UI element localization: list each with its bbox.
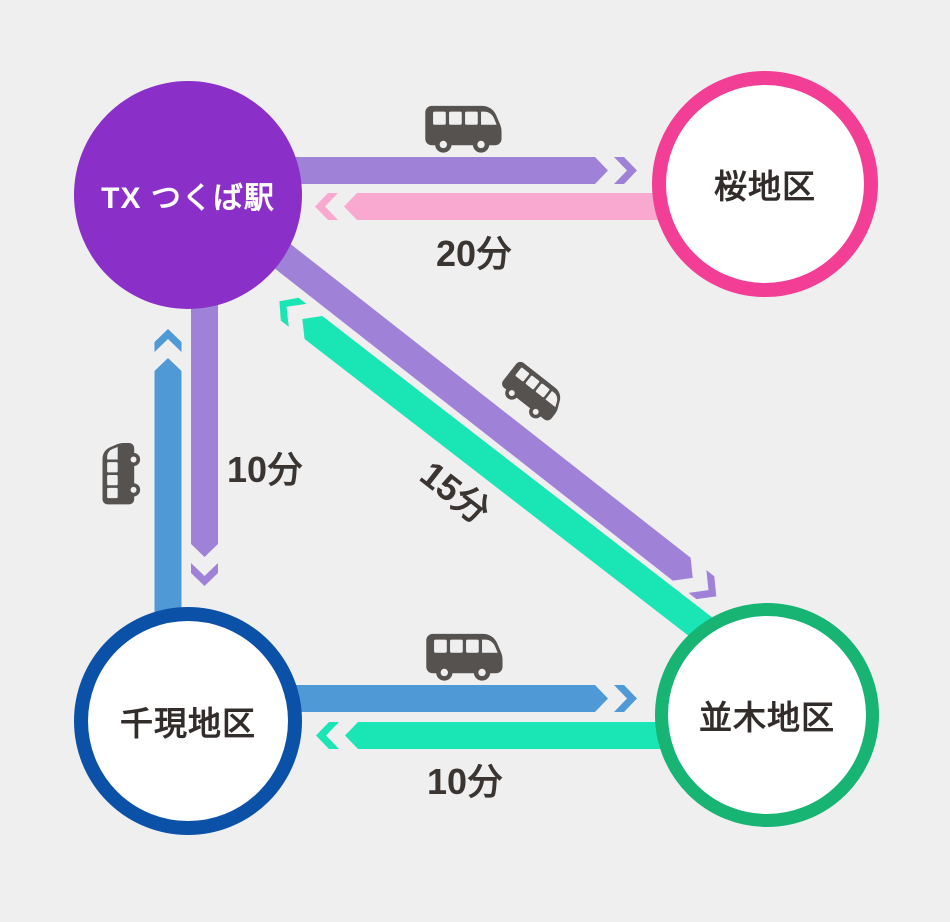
- node-sakura-district: 桜地区: [652, 71, 878, 297]
- node-tsukuba-station-label: TX つくば駅: [101, 182, 275, 215]
- node-namiki-district: 並木地区: [655, 603, 879, 827]
- node-namiki-district-label: 並木地区: [699, 699, 835, 736]
- bus-icon-sakura-route: [425, 105, 502, 153]
- arrow-namiki-to-sengen: [316, 722, 695, 749]
- node-sakura-district-label: 桜地区: [714, 168, 816, 205]
- arrow-station-to-sakura: [235, 157, 637, 184]
- bus-icon-sengen-route: [102, 442, 141, 505]
- node-sengen-district: 千現地区: [74, 607, 302, 835]
- arrow-sengen-to-station: [154, 329, 182, 645]
- node-tsukuba-station: TX つくば駅: [74, 81, 302, 309]
- arrow-namiki-to-station: [279, 297, 794, 704]
- bus-icon-sengen-namiki-route: [426, 633, 503, 681]
- arrow-station-to-sengen: [191, 295, 218, 586]
- arrow-sengen-to-namiki: [270, 685, 637, 712]
- duration-station-sengen: 10分: [226, 449, 304, 490]
- duration-sengen-namiki: 10分: [426, 761, 504, 802]
- node-sengen-district-label: 千現地区: [120, 705, 256, 742]
- arrow-sakura-to-station: [315, 193, 680, 220]
- duration-station-sakura: 20分: [435, 233, 513, 274]
- arrow-station-to-namiki: [221, 203, 717, 600]
